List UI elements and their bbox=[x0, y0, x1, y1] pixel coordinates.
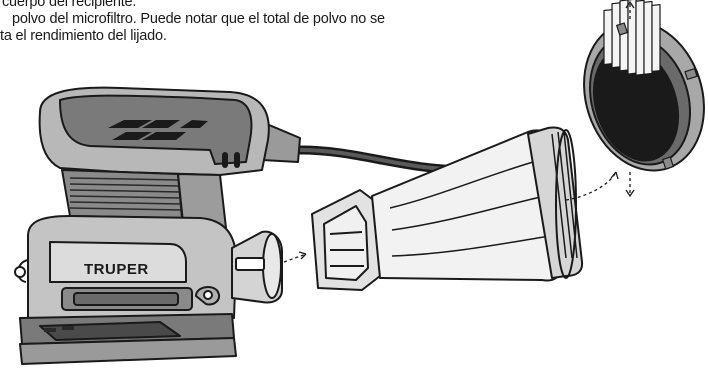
rotation-arrows bbox=[625, 0, 635, 198]
vent-slots bbox=[108, 120, 208, 140]
filter-pleats bbox=[603, 0, 661, 76]
instruction-line: cuerpo del recipiente. bbox=[2, 0, 137, 10]
grip bbox=[61, 169, 183, 219]
orbital-sander bbox=[14, 86, 475, 365]
instruction-line: polvo del microfiltro. Puede notar que e… bbox=[12, 11, 385, 27]
brand-label: TRUPER bbox=[84, 261, 149, 278]
dashed-arrow bbox=[283, 253, 307, 263]
filter-cap bbox=[583, 0, 705, 172]
instruction-line: ta el rendimiento del lijado. bbox=[0, 28, 167, 44]
instruction-text: cuerpo del recipiente. polvo del microfi… bbox=[0, 0, 470, 45]
dust-canister bbox=[311, 126, 584, 291]
